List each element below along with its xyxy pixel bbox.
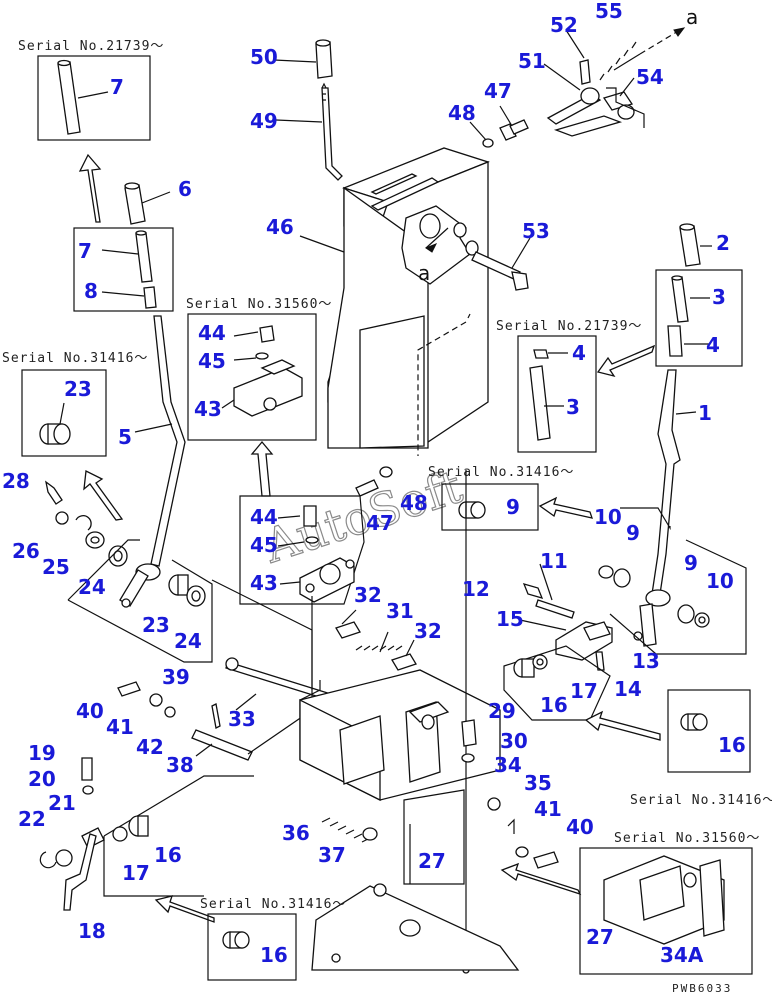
lever-1 [633,369,697,647]
part-number: 46 [266,215,294,239]
drawing-code: PWB6033 [672,982,732,995]
arrow-label-a: a [686,5,698,29]
part-number: 34A [660,943,704,967]
bracket-27 [299,470,501,974]
part-number: 13 [632,649,660,673]
part-number: 43 [250,571,278,595]
part-number: 2 [716,231,730,255]
part-number: 48 [448,101,476,125]
serial-label: Serial No.31560～ [614,831,760,846]
part-number: 23 [142,613,170,637]
part-number: 26 [12,539,40,563]
part-number: 11 [540,549,568,573]
part-number: 24 [174,629,202,653]
part-number: 15 [496,607,524,631]
part-number: 10 [706,569,734,593]
lever-5 [119,315,186,608]
part-number: 30 [500,729,528,753]
part-number: 19 [28,741,56,765]
part-number: 31 [386,599,414,623]
part-number: 27 [418,849,446,873]
part-number: 6 [178,177,192,201]
part-number: 10 [594,505,622,529]
part-number: 33 [228,707,256,731]
part-number: 16 [718,733,746,757]
linkage-51-55 [543,27,686,137]
part-number: 55 [595,0,623,23]
part-number: 44 [250,505,278,529]
part-number: 9 [506,495,520,519]
serial-label: Serial No.31416～ [630,793,772,808]
part-number: 38 [166,753,194,777]
part-number: 35 [524,771,552,795]
part-number: 4 [706,333,720,357]
part-number: 49 [250,109,278,133]
part-number: 17 [570,679,598,703]
part-number: 50 [250,45,278,69]
part-number: 48 [400,491,428,515]
part-number: 5 [118,425,132,449]
part-number: 20 [28,767,56,791]
part-number: 32 [354,583,382,607]
part-number: 21 [48,791,76,815]
up-arrow [78,153,102,223]
part-number: 7 [110,75,124,99]
part-number: 45 [198,349,226,373]
part-number: 1 [698,401,712,425]
part-number: 16 [260,943,288,967]
part-number: 53 [522,219,550,243]
part-number: 54 [636,65,664,89]
part-number: 12 [462,577,490,601]
part-number: 25 [42,555,70,579]
serial-label: Serial No.31416～ [2,351,148,366]
part-number: 43 [194,397,222,421]
arrow-label-a: a [418,261,430,285]
part-number: 40 [566,815,594,839]
part-number: 4 [572,341,586,365]
part-number: 16 [540,693,568,717]
part-number: 24 [78,575,106,599]
part-number: 47 [366,511,394,535]
part-number: 8 [84,279,98,303]
serial-label: Serial No.31416～ [428,465,574,480]
part-number: 9 [626,521,640,545]
part-number: 16 [154,843,182,867]
part-number: 44 [198,321,226,345]
inset-serial-21739-left: Serial No.21739～ [18,39,164,141]
part-number: 3 [566,395,580,419]
part-number: 3 [712,285,726,309]
part-number: 45 [250,533,278,557]
part-number: 40 [76,699,104,723]
part-number: 27 [586,925,614,949]
serial-label: Serial No.21739～ [496,319,642,334]
part-number: 36 [282,821,310,845]
part-number: 51 [518,49,546,73]
serial-label: Serial No.31560～ [186,297,332,312]
part-number: 41 [106,715,134,739]
part-number: 18 [78,919,106,943]
part-number: 34 [494,753,522,777]
part-number: 47 [484,79,512,103]
part-number: 29 [488,699,516,723]
part-number: 42 [136,735,164,759]
part-number: 52 [550,13,578,37]
serial-label: Serial No.31416～ [200,897,346,912]
part-number: 9 [684,551,698,575]
part-number: 22 [18,807,46,831]
part-number: 23 [64,377,92,401]
part-number: 41 [534,797,562,821]
part-number: 17 [122,861,150,885]
part-number: 7 [78,239,92,263]
serial-label: Serial No.21739～ [18,39,164,54]
part-number: 14 [614,677,642,701]
part-number: 28 [2,469,30,493]
part-number: 32 [414,619,442,643]
part-number: 37 [318,843,346,867]
cover-46 [299,39,490,456]
part-number: 39 [162,665,190,689]
